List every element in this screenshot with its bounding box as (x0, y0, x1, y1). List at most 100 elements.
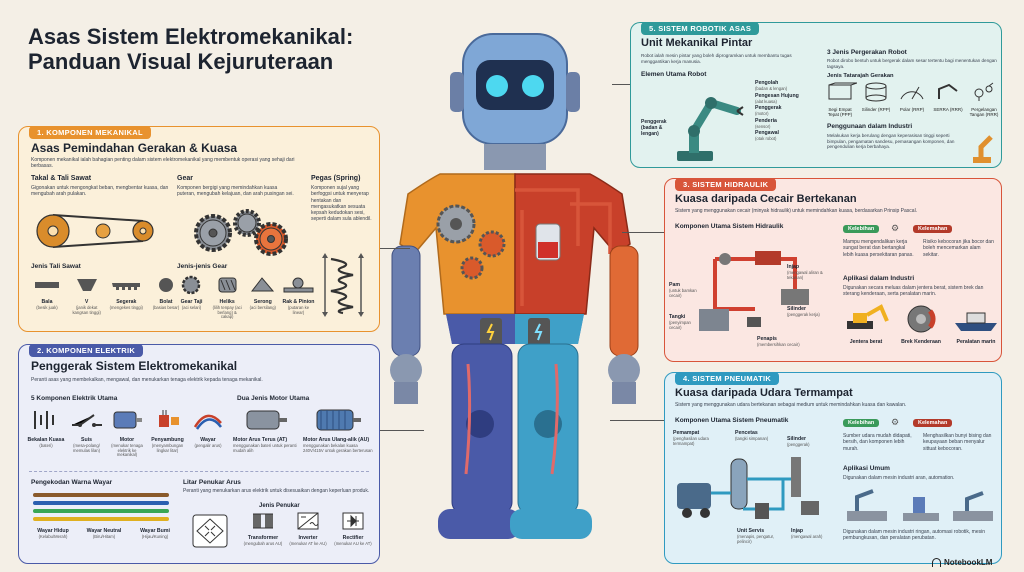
spring-icon (322, 253, 364, 317)
excavator-icon (847, 304, 889, 329)
dc-motor-icon (246, 410, 287, 430)
brand-name: NotebookLM (944, 558, 993, 567)
robot-illustration (390, 33, 640, 539)
hyd-apps-title: Aplikasi dalam Industri (843, 275, 915, 282)
converter-title: Litar Penukar Arus (183, 479, 241, 486)
page-title: Asas Sistem Elektromekanikal: Panduan Vi… (28, 24, 408, 74)
gear-title: Gear (177, 175, 193, 182)
gears-illustration (194, 209, 288, 256)
belt-title: Takal & Tali Sawat (31, 175, 92, 182)
hydraulic-components-title: Komponen Utama Sistem Hidraulik (675, 223, 784, 230)
electrical-panel: 2. KOMPONEN ELEKTRIK Penggerak Sistem El… (18, 344, 380, 564)
robotics-heading: Unit Mekanikal Pintar (641, 37, 753, 49)
spring-title: Pegas (Spring) (311, 175, 361, 182)
transformer-icon (253, 513, 273, 529)
notebooklm-logo-icon (932, 558, 941, 567)
robotics-intro: Robot ialah mesin pintar yang boleh dipr… (641, 53, 792, 64)
belt-types-row: Bala (besik juak) V (janik dekat kangsan… (29, 275, 184, 315)
motor-icon (113, 411, 142, 429)
dc-motor: Motor Arus Terus (AT) menggunakan bateri… (233, 407, 299, 453)
electrical-tag: 2. KOMPONEN ELEKTRIK (29, 345, 144, 357)
spring-desc: Komponen sujal yang berfoggsi untuk meny… (311, 185, 372, 223)
bridge-rectifier-icon (192, 514, 228, 548)
pneu-pros: Sumber udara mudah didapati, bersih, dan… (843, 433, 912, 452)
robot-left-label: Penggerak (badan & lengan) (641, 119, 667, 137)
robotics-panel: 5. SISTEM ROBOTIK ASAS Unit Mekanikal Pi… (630, 22, 1002, 168)
hyd-apps-row: Jentera berat Brek Kenderaan Peralatan m… (841, 303, 1001, 346)
ship-icon (955, 312, 997, 331)
component-switch: Suis (mesa-polang/ memulas lilan) (68, 407, 106, 458)
robot-element: Penggerak (motor) (755, 105, 782, 117)
joints-row: Segi Empat Tepat (PPP) Silinder (RPP) Po… (823, 81, 1001, 118)
vs-gears-icon: ⚙ (891, 223, 900, 233)
hydraulic-intro: Sistem yang menggunakan cecair (minyak h… (675, 208, 918, 214)
hyd-pros: Mampu mengendalikan kerja sungat berat d… (843, 239, 914, 258)
component-connector: Penyambung (menyambungan lingkar litar) (149, 407, 187, 458)
components-title: 5 Komponen Elektrik Utama (31, 395, 118, 402)
converter-inverter: Inverter (menukar AT ke AU) (288, 511, 328, 547)
hyd-pros-label: Kelebihan (843, 225, 880, 233)
belt-type-item: V (janik dekat kangsan tinggi) (69, 275, 105, 315)
pneumatic-machines-icon (847, 489, 993, 521)
robot-elements-title: Elemen Utama Robot (641, 71, 707, 78)
gear-type-item: Gear Taji (aci selari) (175, 275, 208, 320)
hydraulic-panel: 3. SISTEM HIDRAULIK Kuasa daripada Cecai… (664, 178, 1002, 362)
wire-neutral-bar (33, 501, 169, 505)
robot-elements-list: Pengolah (badan & lengan) Pengesan Hujun… (755, 80, 825, 142)
spur-gear-icon (181, 275, 201, 295)
converter-desc: Peranti yang menukarkan arus elektrik un… (183, 488, 370, 494)
wire-live-bar (33, 493, 169, 497)
helical-gear-icon (218, 277, 237, 293)
robot-element: Pengolah (badan & lengan) (755, 80, 788, 91)
electrical-components-row: Bekalan Kuasa (bateri) Suis (mesa-polang… (27, 407, 227, 458)
cartesian-icon (828, 82, 858, 100)
joint-type: Pergelangan Tangan (RRR) (967, 81, 1001, 118)
wrist-icon (974, 82, 994, 101)
hyd-label-valve: Injap (mengawal aliran & tekanan) (787, 264, 823, 280)
rack-pinion-icon (283, 277, 314, 293)
gear-desc: Komponen bergigi yang memindahkan kuasa … (177, 185, 294, 198)
wire-live: Wayar Hidup (Kelabu/Merah) (37, 528, 69, 539)
connector-line (380, 248, 410, 249)
joint-type: Silinder (RPP) (859, 81, 893, 118)
pneumatic-tag: 4. SISTEM PNEUMATIK (675, 373, 780, 385)
polar-icon (900, 86, 924, 100)
brake-disc-icon (907, 305, 936, 333)
connector-line (612, 84, 634, 85)
pneumatic-panel: 4. SISTEM PNEUMATIK Kuasa daripada Udara… (664, 372, 1002, 564)
industrial-robot-icon (973, 135, 993, 163)
belt-pulley-illustration (36, 214, 154, 248)
hyd-label-cylinder: Silinder (penggerak kerja) (787, 306, 820, 317)
pneu-apps-footer: Digunakan dalam mesin industri ringan, a… (843, 529, 986, 542)
v-belt-icon (76, 279, 97, 291)
robot-element: Pengawal (otak robot) (755, 130, 779, 142)
hydraulic-circuit (699, 251, 809, 331)
wire-neutral: Wayar Neutral (Biru/Hitam) (86, 528, 122, 539)
pneu-label-receiver: Pencetas (tangki simpanan) (735, 430, 769, 441)
brand-badge: NotebookLM (932, 558, 992, 567)
gear-types-row: Gear Taji (aci selari) Heliks (lilih ten… (175, 275, 315, 320)
connector-line (610, 420, 668, 421)
hydraulic-tag: 3. SISTEM HIDRAULIK (675, 179, 777, 191)
divider (29, 471, 369, 472)
belt-type-item: Bolat (basias besar) (148, 275, 184, 315)
industry-desc: Melakukan kerja berulang dengan keperasi… (827, 133, 955, 150)
scara-icon (938, 83, 958, 99)
pneumatic-intro: Sistem yang menggunakan udara bertekanan… (675, 402, 907, 408)
joint-type: SERRA (RRR) (931, 81, 965, 118)
converter-types-title: Jenis Penukar (259, 503, 300, 509)
robot-arm-icon (677, 97, 744, 161)
timing-belt-icon (112, 283, 141, 290)
movement-desc: Robot dirobo bentuh untuk bergerak dalam… (827, 58, 997, 69)
vs-gears-icon: ⚙ (891, 417, 900, 427)
robot-element: Pengesan Hujung (alat kuasa) (755, 92, 799, 104)
gear-type-item: Rak & Pinion (putaran ke linear) (282, 275, 315, 320)
wire-earth-bar (33, 509, 169, 513)
converter-types-row: Transformer (mengubah arus AU) Inverter … (243, 511, 373, 547)
hyd-label-filter: Penapis (membersihkan cecair) (757, 336, 800, 347)
mechanical-tag: 1. KOMPONEN MEKANIKAL (29, 127, 151, 139)
pneu-pros-label: Kelebihan (843, 419, 880, 427)
connector-icon (158, 410, 179, 427)
gear-types-title: Jenis-jenis Gear (177, 263, 228, 270)
converter-transformer: Transformer (mengubah arus AU) (243, 511, 283, 547)
